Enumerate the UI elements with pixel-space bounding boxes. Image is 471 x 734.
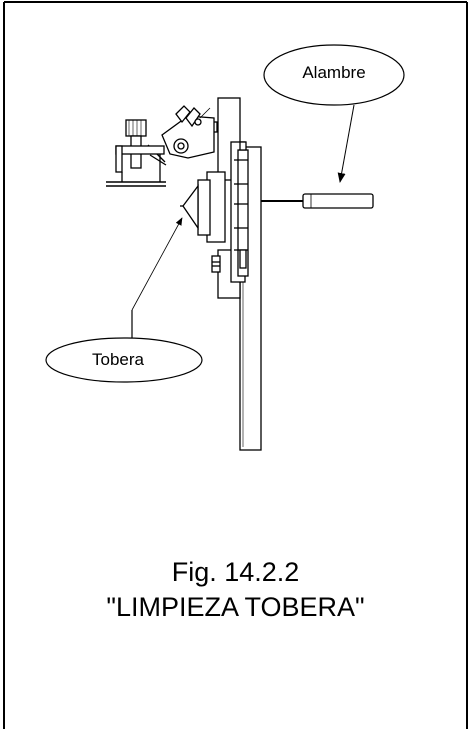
cam-lever <box>161 115 215 159</box>
machine-drawing <box>106 97 374 451</box>
callout-nozzle-label: Tobera <box>92 350 145 369</box>
nozzle-body <box>197 179 211 236</box>
callout-nozzle-arrow <box>131 217 183 311</box>
callout-wire-label: Alambre <box>302 63 365 82</box>
figure-title: "LIMPIEZA TOBERA" <box>106 592 365 622</box>
callout-wire: Alambre <box>263 44 405 183</box>
wire-handle <box>302 193 374 209</box>
page-frame <box>3 1 468 729</box>
callout-wire-arrow <box>337 104 355 183</box>
clamp-arm <box>115 145 165 155</box>
callout-nozzle: Tobera <box>45 217 203 383</box>
callout-nozzle-ellipse <box>45 337 203 383</box>
nozzle-cone <box>182 184 199 231</box>
figure-number: Fig. 14.2.2 <box>171 557 300 587</box>
callout-wire-ellipse <box>263 44 405 106</box>
